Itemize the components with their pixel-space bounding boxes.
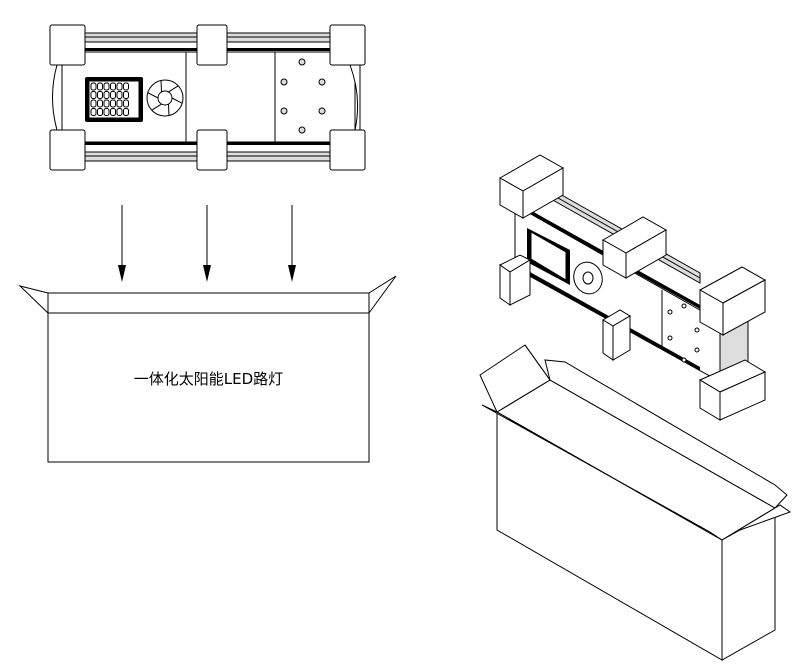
screw [298,58,306,66]
led-cell [110,99,116,108]
arrow-down-icon [203,265,211,282]
screw [318,78,326,86]
screw [280,78,288,86]
screw [318,107,326,115]
corner-block [49,24,86,66]
corner-block [329,24,366,66]
led-cell [116,91,123,99]
led-cell [123,91,129,99]
led-cell [123,82,129,91]
led-cell [110,91,116,99]
corner-block [196,24,228,66]
led-cell [97,108,103,116]
led-cell [110,82,116,91]
led-cell [90,99,97,108]
led-cell [97,91,103,99]
fan-blade [147,92,159,99]
led-cell [90,82,97,91]
fan-blade [168,85,179,93]
led-cell [123,99,129,108]
led-cell [116,99,123,108]
carton-isometric [479,344,792,661]
arrow-down-icon [288,265,296,282]
fan-blade [171,97,183,104]
carton-front-view [18,275,397,463]
luminaire-isometric [498,154,767,421]
led-cell [103,108,110,116]
led-cell [103,91,110,99]
insert-arrows [118,205,296,282]
led-cell [110,108,116,116]
led-cell [97,99,103,108]
led-cell [90,91,97,99]
fan-blade [151,103,162,111]
left-heatsink [52,64,63,131]
arrow-down-icon [118,265,126,282]
led-cell [90,108,97,116]
led-cell [103,82,110,91]
led-cell [97,82,103,91]
corner-block [196,129,228,171]
led-cell [103,99,110,108]
luminaire-top-view [49,24,366,171]
screw [298,126,306,134]
screw [280,107,288,115]
corner-block [329,129,366,171]
led-cell [123,108,129,116]
led-cell [116,82,123,91]
led-cell [116,108,123,116]
corner-block [49,129,86,171]
carton-label: 一体化太阳能LED路灯 [133,370,284,388]
